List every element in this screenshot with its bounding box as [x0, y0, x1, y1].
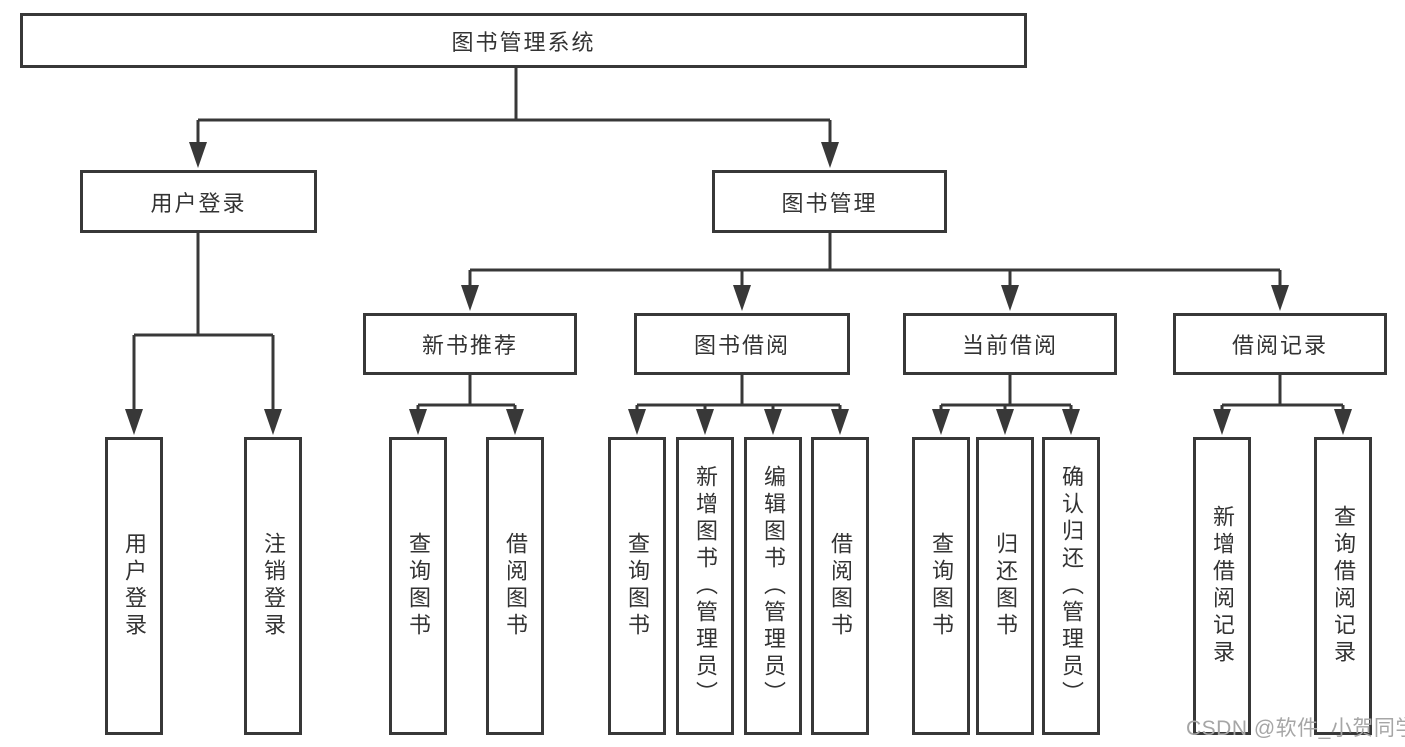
- node-root-system: 图书管理系统: [20, 13, 1027, 68]
- leaf-add-book-admin: 新增图书（管理员）: [676, 437, 734, 735]
- leaf-query-books-current: 查询图书: [912, 437, 970, 735]
- node-current-borrow: 当前借阅: [903, 313, 1117, 375]
- leaf-borrow-books: 借阅图书: [811, 437, 869, 735]
- leaf-query-books-borrow: 查询图书: [608, 437, 666, 735]
- node-book-management: 图书管理: [712, 170, 947, 233]
- leaf-return-book: 归还图书: [976, 437, 1034, 735]
- node-book-borrow: 图书借阅: [634, 313, 850, 375]
- leaf-query-borrow-record: 查询借阅记录: [1314, 437, 1372, 735]
- leaf-confirm-return-admin: 确认归还（管理员）: [1042, 437, 1100, 735]
- node-new-book-recommend: 新书推荐: [363, 313, 577, 375]
- leaf-edit-book-admin: 编辑图书（管理员）: [744, 437, 802, 735]
- leaf-query-books-recommend: 查询图书: [389, 437, 447, 735]
- leaf-user-login: 用户登录: [105, 437, 163, 735]
- leaf-add-borrow-record: 新增借阅记录: [1193, 437, 1251, 735]
- arrowhead-icons: [125, 142, 1352, 435]
- node-borrow-records: 借阅记录: [1173, 313, 1387, 375]
- leaf-borrow-books-recommend: 借阅图书: [486, 437, 544, 735]
- leaf-logout: 注销登录: [244, 437, 302, 735]
- node-user-login: 用户登录: [80, 170, 317, 233]
